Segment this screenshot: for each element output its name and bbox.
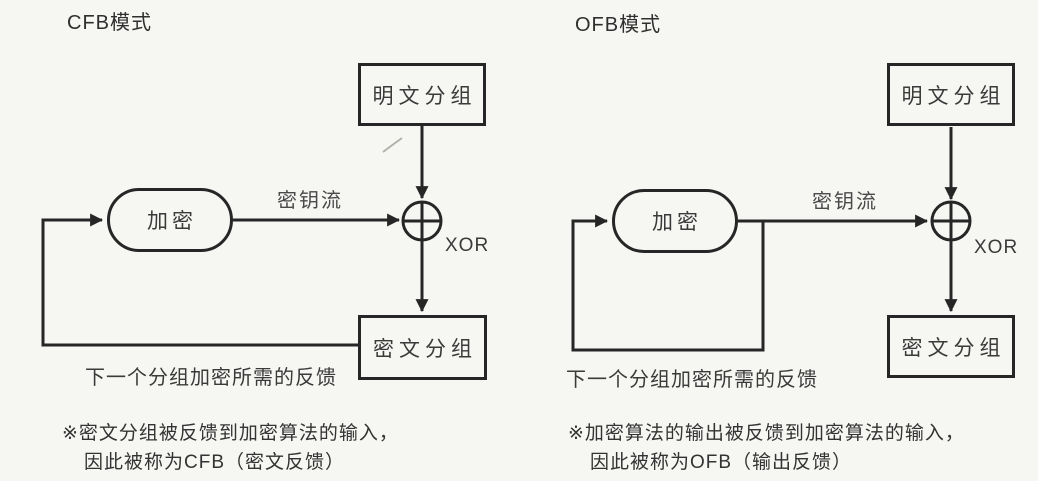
cfb-xor-label: XOR bbox=[445, 235, 490, 256]
ofb-footnote-line1: ※加密算法的输出被反馈到加密算法的输入， bbox=[568, 423, 965, 444]
ofb-footnote: ※加密算法的输出被反馈到加密算法的输入， 因此被称为OFB（输出反馈） bbox=[568, 419, 965, 477]
ofb-ciphertext-box: 密文分组 bbox=[887, 315, 1015, 378]
ofb-feedback-loop-arrow bbox=[571, 214, 765, 352]
cfb-plaintext-box: 明文分组 bbox=[358, 63, 486, 126]
cfb-ciphertext-box: 密文分组 bbox=[358, 315, 487, 380]
ofb-wires bbox=[571, 127, 972, 352]
ofb-footnote-line2: 因此被称为OFB（输出反馈） bbox=[590, 452, 853, 473]
cfb-footnote: ※密文分组被反馈到加密算法的输入， 因此被称为CFB（密文反馈） bbox=[62, 419, 399, 477]
cfb-wires bbox=[41, 126, 443, 347]
ofb-xor-label: XOR bbox=[974, 237, 1019, 258]
cfb-footnote-line2: 因此被称为CFB（密文反馈） bbox=[84, 452, 346, 473]
cfb-feedback-loop-arrow bbox=[41, 213, 358, 347]
cfb-feedback-caption: 下一个分组加密所需的反馈 bbox=[85, 367, 337, 389]
ofb-mode-title: OFB模式 bbox=[575, 14, 662, 36]
cfb-keystream-label: 密钥流 bbox=[277, 190, 343, 212]
ofb-feedback-caption: 下一个分组加密所需的反馈 bbox=[566, 369, 818, 391]
cfb-encrypt-oval: 加密 bbox=[107, 188, 233, 252]
ofb-encrypt-oval: 加密 bbox=[612, 189, 738, 253]
pen-check-mark bbox=[382, 137, 403, 153]
ofb-keystream-label: 密钥流 bbox=[812, 191, 878, 213]
cfb-mode-title: CFB模式 bbox=[67, 12, 152, 34]
cfb-footnote-line1: ※密文分组被反馈到加密算法的输入， bbox=[62, 423, 399, 444]
ofb-plaintext-box: 明文分组 bbox=[887, 63, 1015, 126]
